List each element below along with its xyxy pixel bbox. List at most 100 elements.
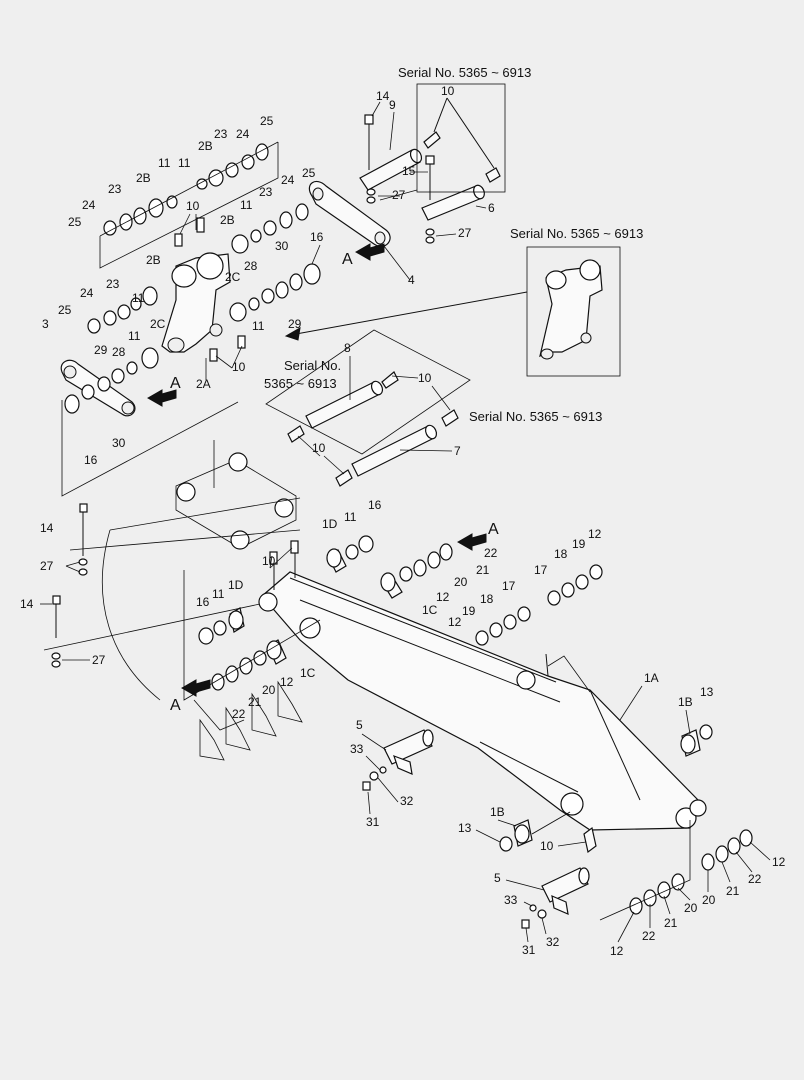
callout-17: 17 <box>502 579 516 593</box>
callout-22: 22 <box>642 929 656 943</box>
callout-11: 11 <box>344 510 357 524</box>
washer-group-upper-1C <box>380 533 487 599</box>
callout-9: 9 <box>389 98 396 112</box>
callout-28: 28 <box>244 259 258 273</box>
callout-24: 24 <box>80 286 94 300</box>
greaser-fittings-top <box>423 97 501 183</box>
callout-31: 31 <box>522 943 536 957</box>
callout-1C: 1C <box>300 666 316 680</box>
callout-18: 18 <box>554 547 568 561</box>
callout-1B: 1B <box>678 695 693 709</box>
callout-12: 12 <box>610 944 624 958</box>
callout-1A: 1A <box>644 671 659 685</box>
callout-24: 24 <box>82 198 96 212</box>
pin-6 <box>421 155 485 221</box>
callout-27: 27 <box>458 226 472 240</box>
callout-3: 3 <box>42 317 49 331</box>
bushing-group-lower <box>64 347 159 414</box>
group-bracket-line-2 <box>99 141 279 237</box>
callout-4: 4 <box>408 273 415 287</box>
callout-12: 12 <box>448 615 462 629</box>
callout-14: 14 <box>376 89 390 103</box>
callout-1D: 1D <box>228 578 244 592</box>
callout-20: 20 <box>262 683 276 697</box>
bracket-lines-right <box>599 820 691 921</box>
callout-29: 29 <box>288 317 302 331</box>
callout-11: 11 <box>158 156 171 170</box>
serial-box-middle <box>265 329 471 455</box>
callout-20: 20 <box>684 901 698 915</box>
inset-bracket <box>539 259 603 360</box>
tooth-3 <box>251 692 277 737</box>
guide-line-2 <box>43 603 261 651</box>
callout-22: 22 <box>232 707 246 721</box>
bushing-1B-left <box>499 811 571 852</box>
part-callouts: 14 9 10 15 27 6 27 4 25 24 23 11 2B 16 3… <box>20 84 786 958</box>
washer-group-right <box>475 564 603 646</box>
guide-line-1 <box>69 529 301 551</box>
view-a-1: A <box>342 251 353 268</box>
callout-30: 30 <box>275 239 289 253</box>
callout-25: 25 <box>68 215 82 229</box>
greaser-fittings-arm <box>269 540 299 590</box>
callout-16: 16 <box>84 453 98 467</box>
callout-10: 10 <box>232 360 246 374</box>
callout-23: 23 <box>214 127 228 141</box>
tooth-2 <box>225 706 251 751</box>
callout-10: 10 <box>262 554 276 568</box>
callout-12: 12 <box>280 675 294 689</box>
callout-11: 11 <box>240 198 253 212</box>
callout-27: 27 <box>40 559 54 573</box>
callout-18: 18 <box>480 592 494 606</box>
callout-8: 8 <box>344 341 351 355</box>
callout-17: 17 <box>534 563 548 577</box>
callout-13: 13 <box>700 685 714 699</box>
washer-group-lower-right <box>629 829 753 915</box>
bucket-linkage <box>101 440 301 701</box>
callout-21: 21 <box>248 695 262 709</box>
bolt-14-a <box>78 503 88 576</box>
serial-inset-box <box>526 246 621 377</box>
bolt-14-b <box>51 595 61 668</box>
callout-7: 7 <box>454 444 461 458</box>
bushing-group-middle <box>87 263 321 334</box>
view-a-3: A <box>488 521 499 538</box>
callout-14: 14 <box>20 597 34 611</box>
callout-25: 25 <box>58 303 72 317</box>
serial-note-mid-1: Serial No. <box>284 358 341 373</box>
bracket-lines-left <box>183 570 321 701</box>
bracket-2A <box>161 217 246 362</box>
tooth-4 <box>277 680 303 723</box>
callout-11: 11 <box>132 291 145 305</box>
callout-2C: 2C <box>150 317 166 331</box>
serial-note-top: Serial No. 5365 ~ 6913 <box>398 65 531 80</box>
callout-31: 31 <box>366 815 380 829</box>
group-bracket-line <box>99 142 279 269</box>
view-a-2: A <box>170 375 181 392</box>
callout-2B: 2B <box>220 213 235 227</box>
callout-11: 11 <box>128 329 141 343</box>
pin-7 <box>287 409 459 487</box>
callout-20: 20 <box>702 893 716 907</box>
callout-21: 21 <box>726 884 740 898</box>
callout-27: 27 <box>392 188 406 202</box>
callout-30: 30 <box>112 436 126 450</box>
arrow-a-left <box>146 389 177 407</box>
serial-note-inset: Serial No. 5365 ~ 6913 <box>510 226 643 241</box>
bushing-group-upper <box>103 143 309 254</box>
link-3 <box>60 359 136 417</box>
callout-22: 22 <box>484 546 498 560</box>
callout-5: 5 <box>494 871 501 885</box>
pin-8 <box>305 371 399 429</box>
callout-16: 16 <box>196 595 210 609</box>
callout-12: 12 <box>772 855 786 869</box>
callout-14: 14 <box>40 521 54 535</box>
view-a-4: A <box>170 697 181 714</box>
arrow-a-top <box>354 243 385 261</box>
serial-box-top <box>416 83 506 193</box>
callout-2C: 2C <box>225 270 241 284</box>
callout-10: 10 <box>540 839 554 853</box>
callout-10: 10 <box>441 84 455 98</box>
serial-note-right: Serial No. 5365 ~ 6913 <box>469 409 602 424</box>
